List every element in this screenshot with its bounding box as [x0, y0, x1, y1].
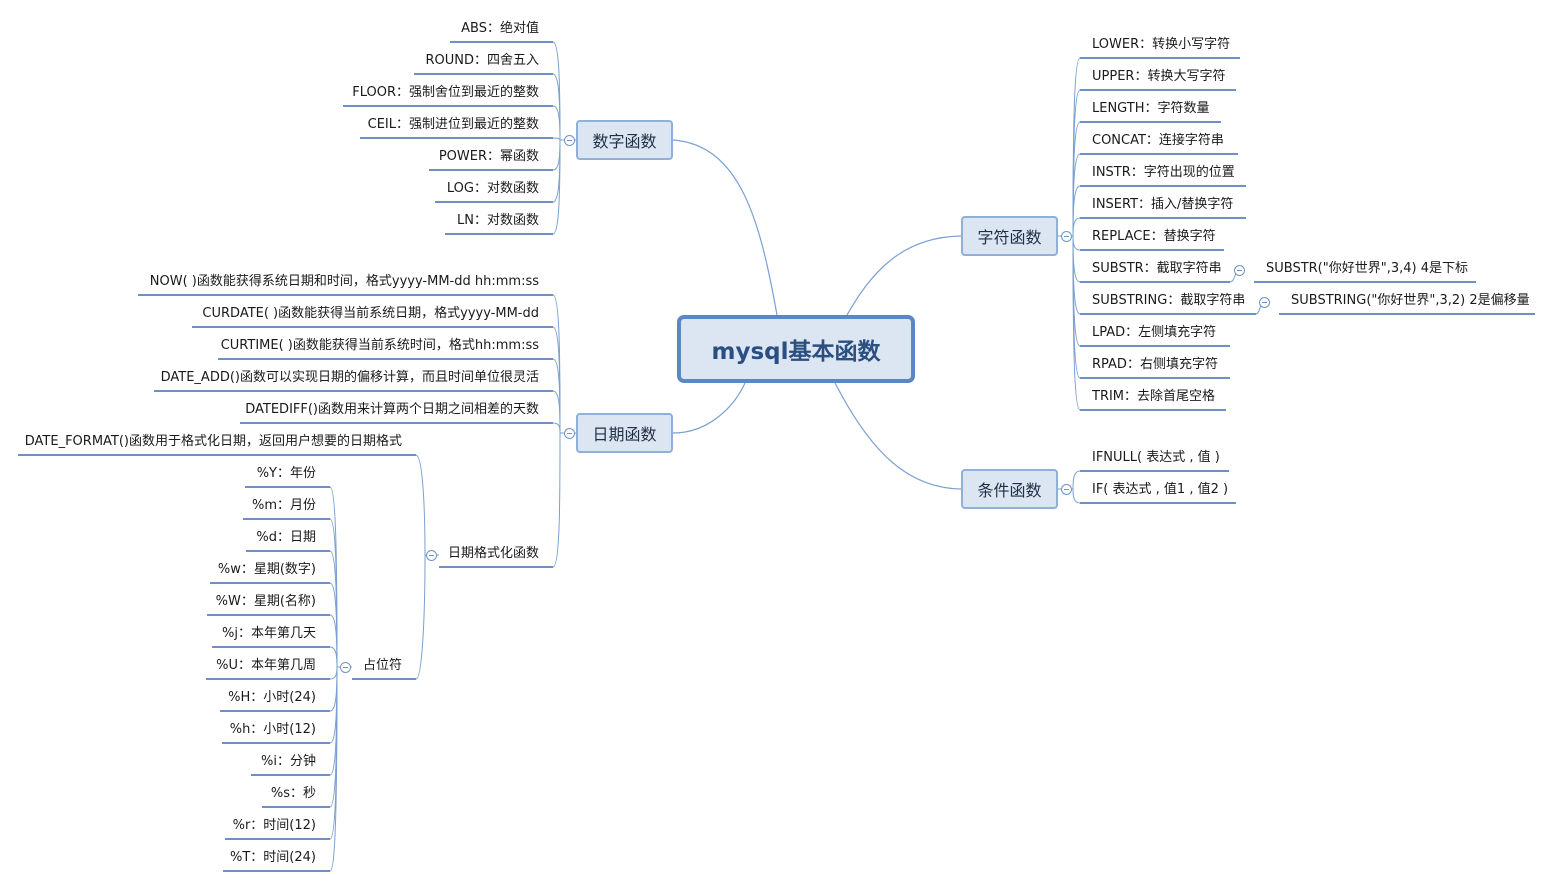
string-function-item[interactable]: RPAD：右侧填充字符: [1092, 357, 1218, 372]
placeholder-item[interactable]: %i：分钟: [261, 754, 316, 769]
collapse-number-icon[interactable]: [564, 135, 575, 146]
connector: [1072, 235, 1081, 411]
date-function-item[interactable]: CURDATE( )函数能获得当前系统日期，格式yyyy-MM-dd: [202, 306, 539, 321]
condition-function-item[interactable]: IF( 表达式 , 值1 , 值2 ): [1092, 482, 1229, 497]
string-function-item[interactable]: CONCAT：连接字符串: [1092, 133, 1224, 148]
connector: [1072, 488, 1081, 504]
number-function-item[interactable]: LN：对数函数: [457, 213, 539, 228]
string-function-item[interactable]: SUBSTR：截取字符串: [1092, 261, 1222, 276]
root-node[interactable]: mysql基本函数: [677, 315, 915, 383]
connector: [329, 666, 338, 680]
connector: [1072, 217, 1081, 237]
connector: [329, 666, 338, 872]
number-function-item[interactable]: ROUND：四舍五入: [425, 53, 539, 68]
collapse-placeholder-icon[interactable]: [340, 662, 351, 673]
placeholder-item[interactable]: %Y：年份: [256, 466, 316, 481]
date-format-node[interactable]: 日期格式化函数: [447, 546, 539, 561]
number-function-item[interactable]: LOG：对数函数: [446, 181, 539, 196]
placeholder-item[interactable]: %m：月份: [251, 498, 316, 513]
collapse-substring-icon[interactable]: [1259, 297, 1270, 308]
branch-condition-functions[interactable]: 条件函数: [961, 469, 1058, 509]
number-function-item[interactable]: POWER：幂函数: [438, 149, 539, 164]
connector: [1072, 235, 1081, 251]
connector: [1072, 470, 1081, 490]
connector: [415, 554, 426, 680]
connector: [552, 139, 561, 171]
string-function-item[interactable]: INSTR：字符出现的位置: [1092, 165, 1235, 180]
placeholder-item[interactable]: %U：本年第几周: [216, 658, 316, 673]
collapse-date-icon[interactable]: [564, 428, 575, 439]
collapse-date-format-icon[interactable]: [426, 550, 437, 561]
connector: [552, 137, 561, 141]
collapse-string-icon[interactable]: [1061, 231, 1072, 242]
placeholder-item[interactable]: %T：时间(24): [230, 850, 316, 865]
connector: [552, 139, 561, 235]
placeholder-node[interactable]: 占位符: [362, 658, 402, 673]
connector: [552, 358, 561, 434]
connector: [552, 422, 561, 434]
connector: [672, 382, 746, 434]
placeholder-item[interactable]: %h：小时(12): [229, 722, 316, 737]
branch-string-functions[interactable]: 字符函数: [961, 216, 1058, 256]
connector: [1072, 185, 1081, 237]
string-function-item[interactable]: LENGTH：字符数量: [1092, 101, 1210, 116]
number-function-item[interactable]: ABS：绝对值: [461, 21, 539, 36]
string-function-item[interactable]: SUBSTRING：截取字符串: [1092, 293, 1246, 308]
connector: [552, 105, 561, 141]
branch-number-functions[interactable]: 数字函数: [576, 120, 673, 160]
connector: [672, 139, 778, 316]
date-function-item[interactable]: DATEDIFF()函数用来计算两个日期之间相差的天数: [245, 402, 539, 417]
string-function-item[interactable]: TRIM：去除首尾空格: [1092, 389, 1216, 404]
date-format-description[interactable]: DATE_FORMAT()函数用于格式化日期，返回用户想要的日期格式: [24, 434, 402, 449]
connector: [329, 646, 338, 668]
placeholder-item[interactable]: %W：星期(名称): [215, 594, 316, 609]
placeholder-item[interactable]: %j：本年第几天: [222, 626, 316, 641]
placeholder-item[interactable]: %s：秒: [270, 786, 316, 801]
number-function-item[interactable]: CEIL：强制进位到最近的整数: [367, 117, 539, 132]
string-function-item[interactable]: LPAD：左侧填充字符: [1092, 325, 1217, 340]
placeholder-item[interactable]: %d：日期: [256, 530, 316, 545]
branch-date-functions[interactable]: 日期函数: [576, 413, 673, 453]
collapse-substr-icon[interactable]: [1234, 265, 1245, 276]
connector: [552, 432, 561, 568]
date-function-item[interactable]: DATE_ADD()函数可以实现日期的偏移计算，而且时间单位很灵活: [160, 370, 539, 385]
string-function-item[interactable]: UPPER：转换大写字符: [1092, 69, 1226, 84]
date-function-item[interactable]: CURTIME( )函数能获得当前系统时间，格式hh:mm:ss: [220, 338, 539, 353]
condition-function-item[interactable]: IFNULL( 表达式 , 值 ): [1092, 450, 1220, 465]
collapse-condition-icon[interactable]: [1061, 484, 1072, 495]
substr-example[interactable]: SUBSTR("你好世界",3,4) 4是下标: [1266, 261, 1468, 276]
date-function-item[interactable]: NOW( )函数能获得系统日期和时间，格式yyyy-MM-dd hh:mm:ss: [149, 274, 539, 289]
substring-example[interactable]: SUBSTRING("你好世界",3,2) 2是偏移量: [1291, 293, 1530, 308]
connector: [846, 235, 962, 316]
connector: [415, 454, 426, 556]
connector: [1072, 235, 1081, 283]
number-function-item[interactable]: FLOOR：强制舍位到最近的整数: [352, 85, 539, 100]
connector: [834, 382, 962, 490]
placeholder-item[interactable]: %w：星期(数字): [217, 562, 316, 577]
placeholder-item[interactable]: %H：小时(24): [228, 690, 316, 705]
placeholder-item[interactable]: %r：时间(12): [232, 818, 316, 833]
string-function-item[interactable]: INSERT：插入/替换字符: [1092, 197, 1234, 212]
string-function-item[interactable]: REPLACE：替换字符: [1092, 229, 1216, 244]
connector: [329, 614, 338, 668]
string-function-item[interactable]: LOWER：转换小写字符: [1092, 37, 1231, 52]
